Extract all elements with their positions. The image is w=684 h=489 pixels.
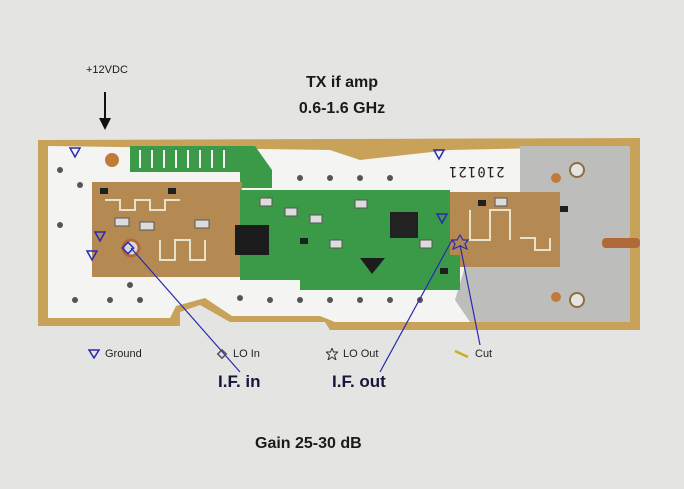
ground-triangle-icon — [88, 349, 100, 359]
pcb-circuit-left — [92, 182, 242, 277]
gain-label: Gain 25-30 dB — [255, 435, 362, 452]
ic-chip-1 — [235, 225, 269, 255]
frequency-label: 0.6-1.6 GHz — [298, 100, 386, 117]
cut-mark-icon — [454, 349, 469, 359]
if-in-label: I.F. in — [218, 372, 261, 391]
lo-in-diamond-icon — [216, 348, 228, 360]
legend-cut: Cut — [454, 348, 492, 360]
lo-out-star-icon — [326, 348, 338, 360]
ic-chip-2 — [390, 212, 418, 238]
board-serial: 210121 — [448, 163, 505, 179]
if-out-label: I.F. out — [332, 372, 386, 391]
ground-markers — [68, 147, 449, 262]
legend-ground-label: Ground — [105, 348, 142, 360]
power-arrow — [99, 92, 111, 130]
legend-lo-out-label: LO Out — [343, 348, 379, 360]
legend-ground: Ground — [88, 348, 142, 360]
power-label: +12VDC — [86, 64, 128, 76]
legend-lo-in: LO In — [216, 348, 260, 360]
rf-connector — [602, 238, 640, 248]
annotation-lines — [130, 239, 481, 373]
legend-lo-out: LO Out — [326, 348, 378, 360]
legend-cut-label: Cut — [475, 348, 493, 360]
legend-lo-in-label: LO In — [233, 348, 260, 360]
page-title: TX if amp — [305, 74, 378, 91]
